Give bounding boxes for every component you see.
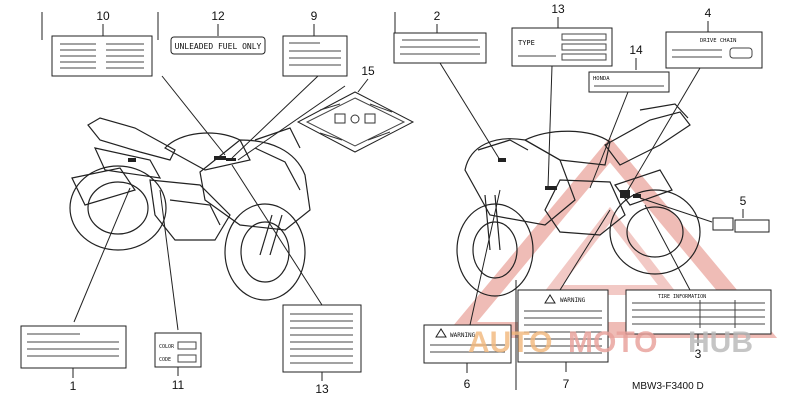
motorcycle-left-illustration — [69, 117, 311, 301]
callout-10: 11 — [172, 378, 185, 392]
label-15-inner — [305, 97, 406, 147]
callout-3: 3 — [695, 347, 702, 361]
warning-label-text: WARNING — [450, 332, 476, 339]
label-6-decal — [423, 324, 512, 364]
label-15-symbols — [319, 103, 393, 141]
label-10-fields — [177, 341, 197, 363]
code-label-text: CODE — [159, 357, 171, 363]
label-2-text-lines — [400, 39, 480, 55]
leader-line — [357, 78, 369, 93]
label-2-decal — [393, 32, 487, 64]
callout-5: 5 — [740, 194, 747, 208]
callout-2: 2 — [434, 9, 441, 23]
watermark-auto: AUTO — [468, 326, 552, 359]
label-7-text-lines — [524, 310, 602, 354]
callout-8: 9 — [311, 9, 318, 23]
callout-13: 14 — [629, 43, 643, 57]
unleaded-fuel-text: UNLEADED FUEL ONLY — [175, 42, 262, 51]
warning-icon — [435, 328, 447, 338]
callout-9: 10 — [96, 9, 110, 23]
part-number: MBW3-F3400 D — [632, 381, 704, 392]
drive-chain-text: DRIVE CHAIN — [700, 38, 736, 44]
type-label-text: TYPE — [518, 39, 535, 47]
label-4-lines — [672, 47, 753, 59]
callout-12: 13 — [551, 2, 565, 16]
label-9-text-lines — [60, 43, 144, 69]
label-14-decal — [282, 304, 362, 373]
label-1-text-lines — [27, 333, 119, 357]
label-5b-decal — [734, 219, 770, 233]
callout-6: 6 — [464, 377, 471, 391]
watermark-hub: HUB — [688, 326, 753, 359]
warning-label-text-2: WARNING — [560, 297, 586, 304]
tire-information-text: TIRE INFORMATION — [658, 294, 706, 300]
decal-markers-right — [498, 158, 641, 198]
callout-1: 1 — [70, 379, 77, 393]
warning-icon — [544, 294, 556, 304]
label-14-text-lines — [290, 313, 353, 364]
label-8-text-lines — [289, 42, 341, 66]
watermark-moto: MOTO — [568, 326, 657, 359]
honda-text: HONDA — [593, 76, 610, 82]
label-7-decal — [517, 289, 609, 363]
callout-4: 4 — [705, 6, 712, 20]
leader-lines-left — [73, 75, 346, 331]
color-label-text: COLOR — [159, 344, 175, 350]
label-15-decal — [296, 91, 415, 153]
watermark-triangle — [442, 137, 778, 338]
callout-11: 12 — [211, 9, 225, 23]
callout-7: 7 — [563, 377, 570, 391]
callout-15: 15 — [361, 64, 375, 78]
label-3-grid — [632, 300, 765, 328]
watermark-text: AUTO MOTO HUB — [468, 326, 753, 359]
label-1-decal — [20, 325, 127, 369]
label-6-text-lines — [430, 344, 505, 353]
tire-information-decal — [625, 289, 772, 335]
callout-14: 13 — [315, 382, 329, 396]
label-8-decal — [282, 35, 348, 77]
honda-decal — [588, 71, 670, 93]
decal-markers-left — [128, 156, 236, 162]
label-12-fields — [518, 33, 607, 61]
unleaded-fuel-decal — [170, 36, 266, 55]
leader-lines-right — [439, 62, 713, 326]
label-10-decal — [154, 332, 202, 368]
label-5a-decal — [712, 217, 734, 231]
